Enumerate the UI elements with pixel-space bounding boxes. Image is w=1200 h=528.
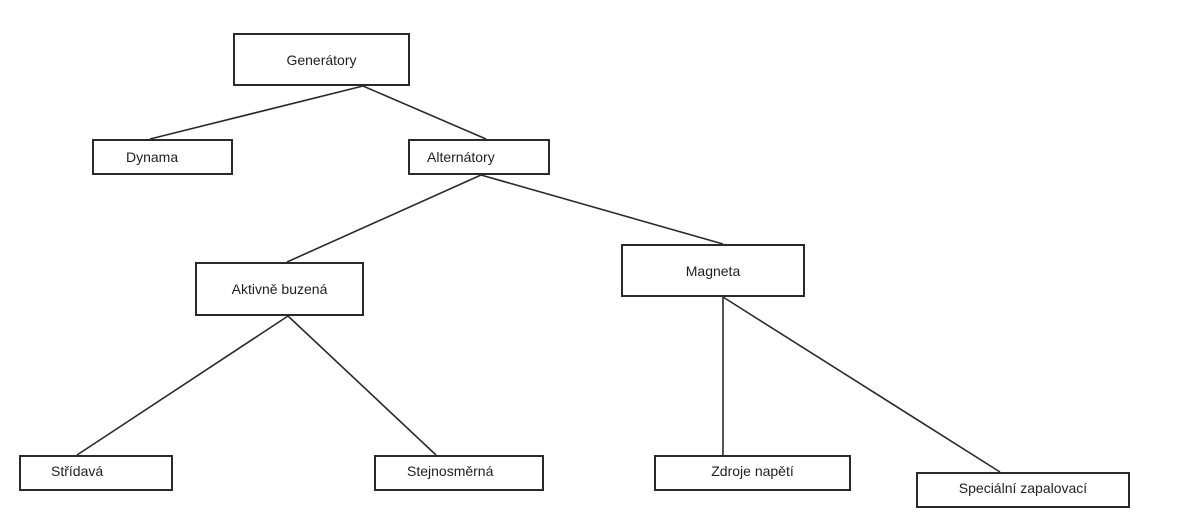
node-label: Zdroje napětí bbox=[711, 463, 794, 479]
node-specialni-zapalovaci: Speciální zapalovací bbox=[916, 472, 1130, 508]
node-label: Speciální zapalovací bbox=[958, 480, 1088, 496]
node-label: Střídavá bbox=[51, 463, 104, 479]
node-label: Alternátory bbox=[427, 149, 495, 165]
edge-generatory-dynama bbox=[149, 85, 364, 140]
node-label: Generátory bbox=[286, 51, 357, 68]
edge-alternatory-aktivne bbox=[286, 174, 482, 263]
edge-generatory-alternatory bbox=[362, 85, 487, 140]
edge-magneta-specialni bbox=[722, 296, 1001, 473]
node-stejnosmerna: Stejnosměrná bbox=[374, 455, 544, 491]
node-alternatory: Alternátory bbox=[408, 139, 550, 175]
node-label: Aktivně buzená bbox=[231, 281, 328, 297]
node-stridava: Střídavá bbox=[19, 455, 173, 491]
node-label: Magneta bbox=[685, 262, 741, 279]
node-label: Stejnosměrná bbox=[407, 463, 494, 479]
node-magneta: Magneta bbox=[621, 244, 805, 297]
node-aktivne-buzena: Aktivně buzená bbox=[195, 262, 364, 316]
node-dynama: Dynama bbox=[92, 139, 233, 175]
edge-alternatory-magneta bbox=[480, 174, 724, 245]
node-zdroje-napeti: Zdroje napětí bbox=[654, 455, 851, 491]
node-label: Dynama bbox=[126, 149, 179, 165]
edge-aktivne-stejnosmerna bbox=[287, 315, 437, 456]
edge-aktivne-stridava bbox=[76, 315, 289, 456]
node-generatory: Generátory bbox=[233, 33, 410, 86]
